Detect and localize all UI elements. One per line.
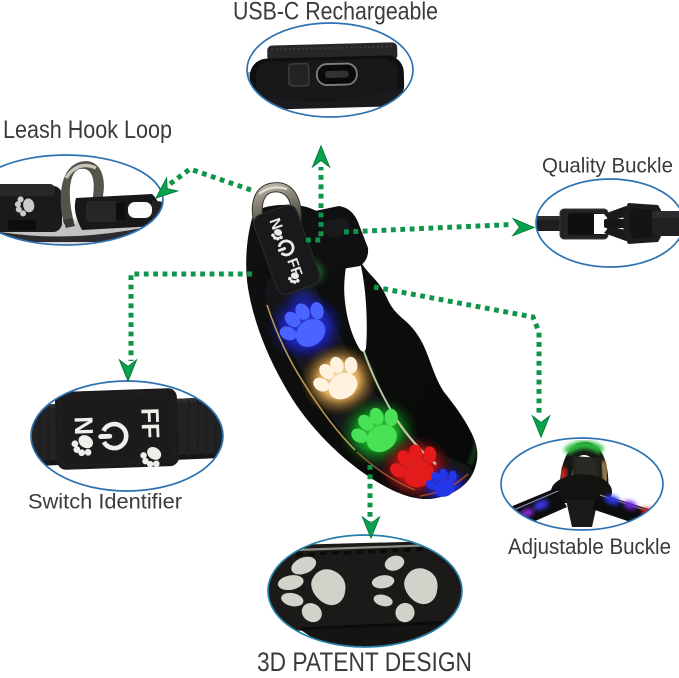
svg-text:N: N <box>265 216 285 232</box>
svg-text:FF: FF <box>283 256 305 279</box>
svg-text:USB-C Rechargeable: USB-C Rechargeable <box>233 0 438 26</box>
svg-text:N: N <box>69 416 100 436</box>
svg-text:Leash Hook Loop: Leash Hook Loop <box>3 116 172 144</box>
svg-text:Adjustable Buckle: Adjustable Buckle <box>508 534 671 559</box>
svg-text:FF: FF <box>135 407 164 439</box>
svg-text:Quality Buckle: Quality Buckle <box>542 154 673 178</box>
svg-text:Switch Identifier: Switch Identifier <box>28 490 182 514</box>
svg-text:3D PATENT DESIGN: 3D PATENT DESIGN <box>257 647 472 673</box>
